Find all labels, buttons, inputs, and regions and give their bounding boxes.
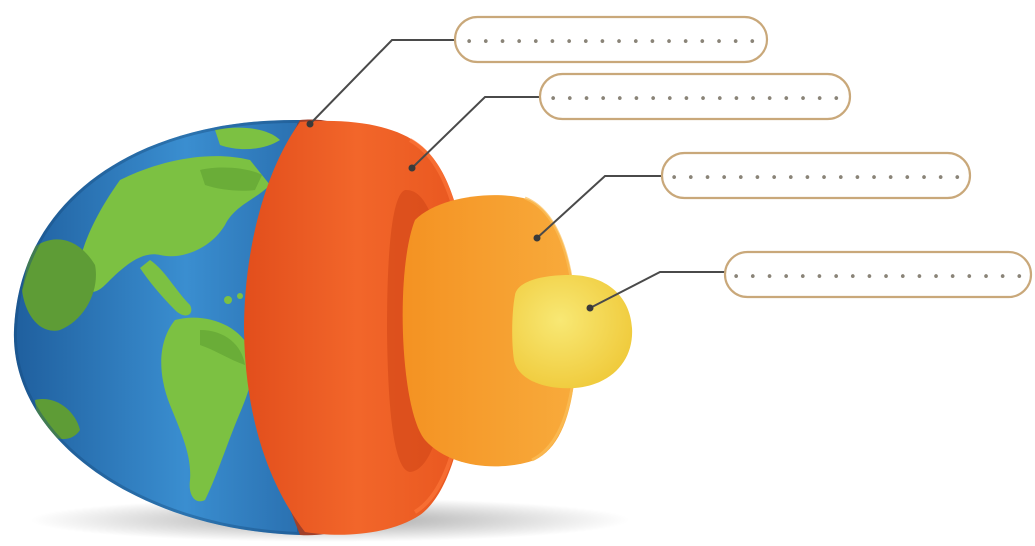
inner-core-blank[interactable]: • • • • • • • • • • • • • • • • • • xyxy=(732,270,1023,285)
mantle-point xyxy=(409,165,416,172)
crust-blank[interactable]: • • • • • • • • • • • • • • • • • • xyxy=(465,35,756,50)
outer-core-point xyxy=(534,235,541,242)
island xyxy=(224,296,232,304)
crust-leader-line xyxy=(310,40,455,124)
inner-core-layer xyxy=(512,275,632,388)
label-mantle[interactable]: • • • • • • • • • • • • • • • • • • xyxy=(540,74,850,119)
island xyxy=(237,293,243,299)
mantle-blank[interactable]: • • • • • • • • • • • • • • • • • • xyxy=(549,92,840,107)
label-inner-core[interactable]: • • • • • • • • • • • • • • • • • • xyxy=(725,252,1031,297)
label-crust[interactable]: • • • • • • • • • • • • • • • • • • xyxy=(455,17,767,62)
outer-core-blank[interactable]: • • • • • • • • • • • • • • • • • • xyxy=(670,171,961,186)
label-outer-core[interactable]: • • • • • • • • • • • • • • • • • • xyxy=(662,153,970,198)
crust-point xyxy=(307,121,314,128)
inner-core-point xyxy=(587,305,594,312)
